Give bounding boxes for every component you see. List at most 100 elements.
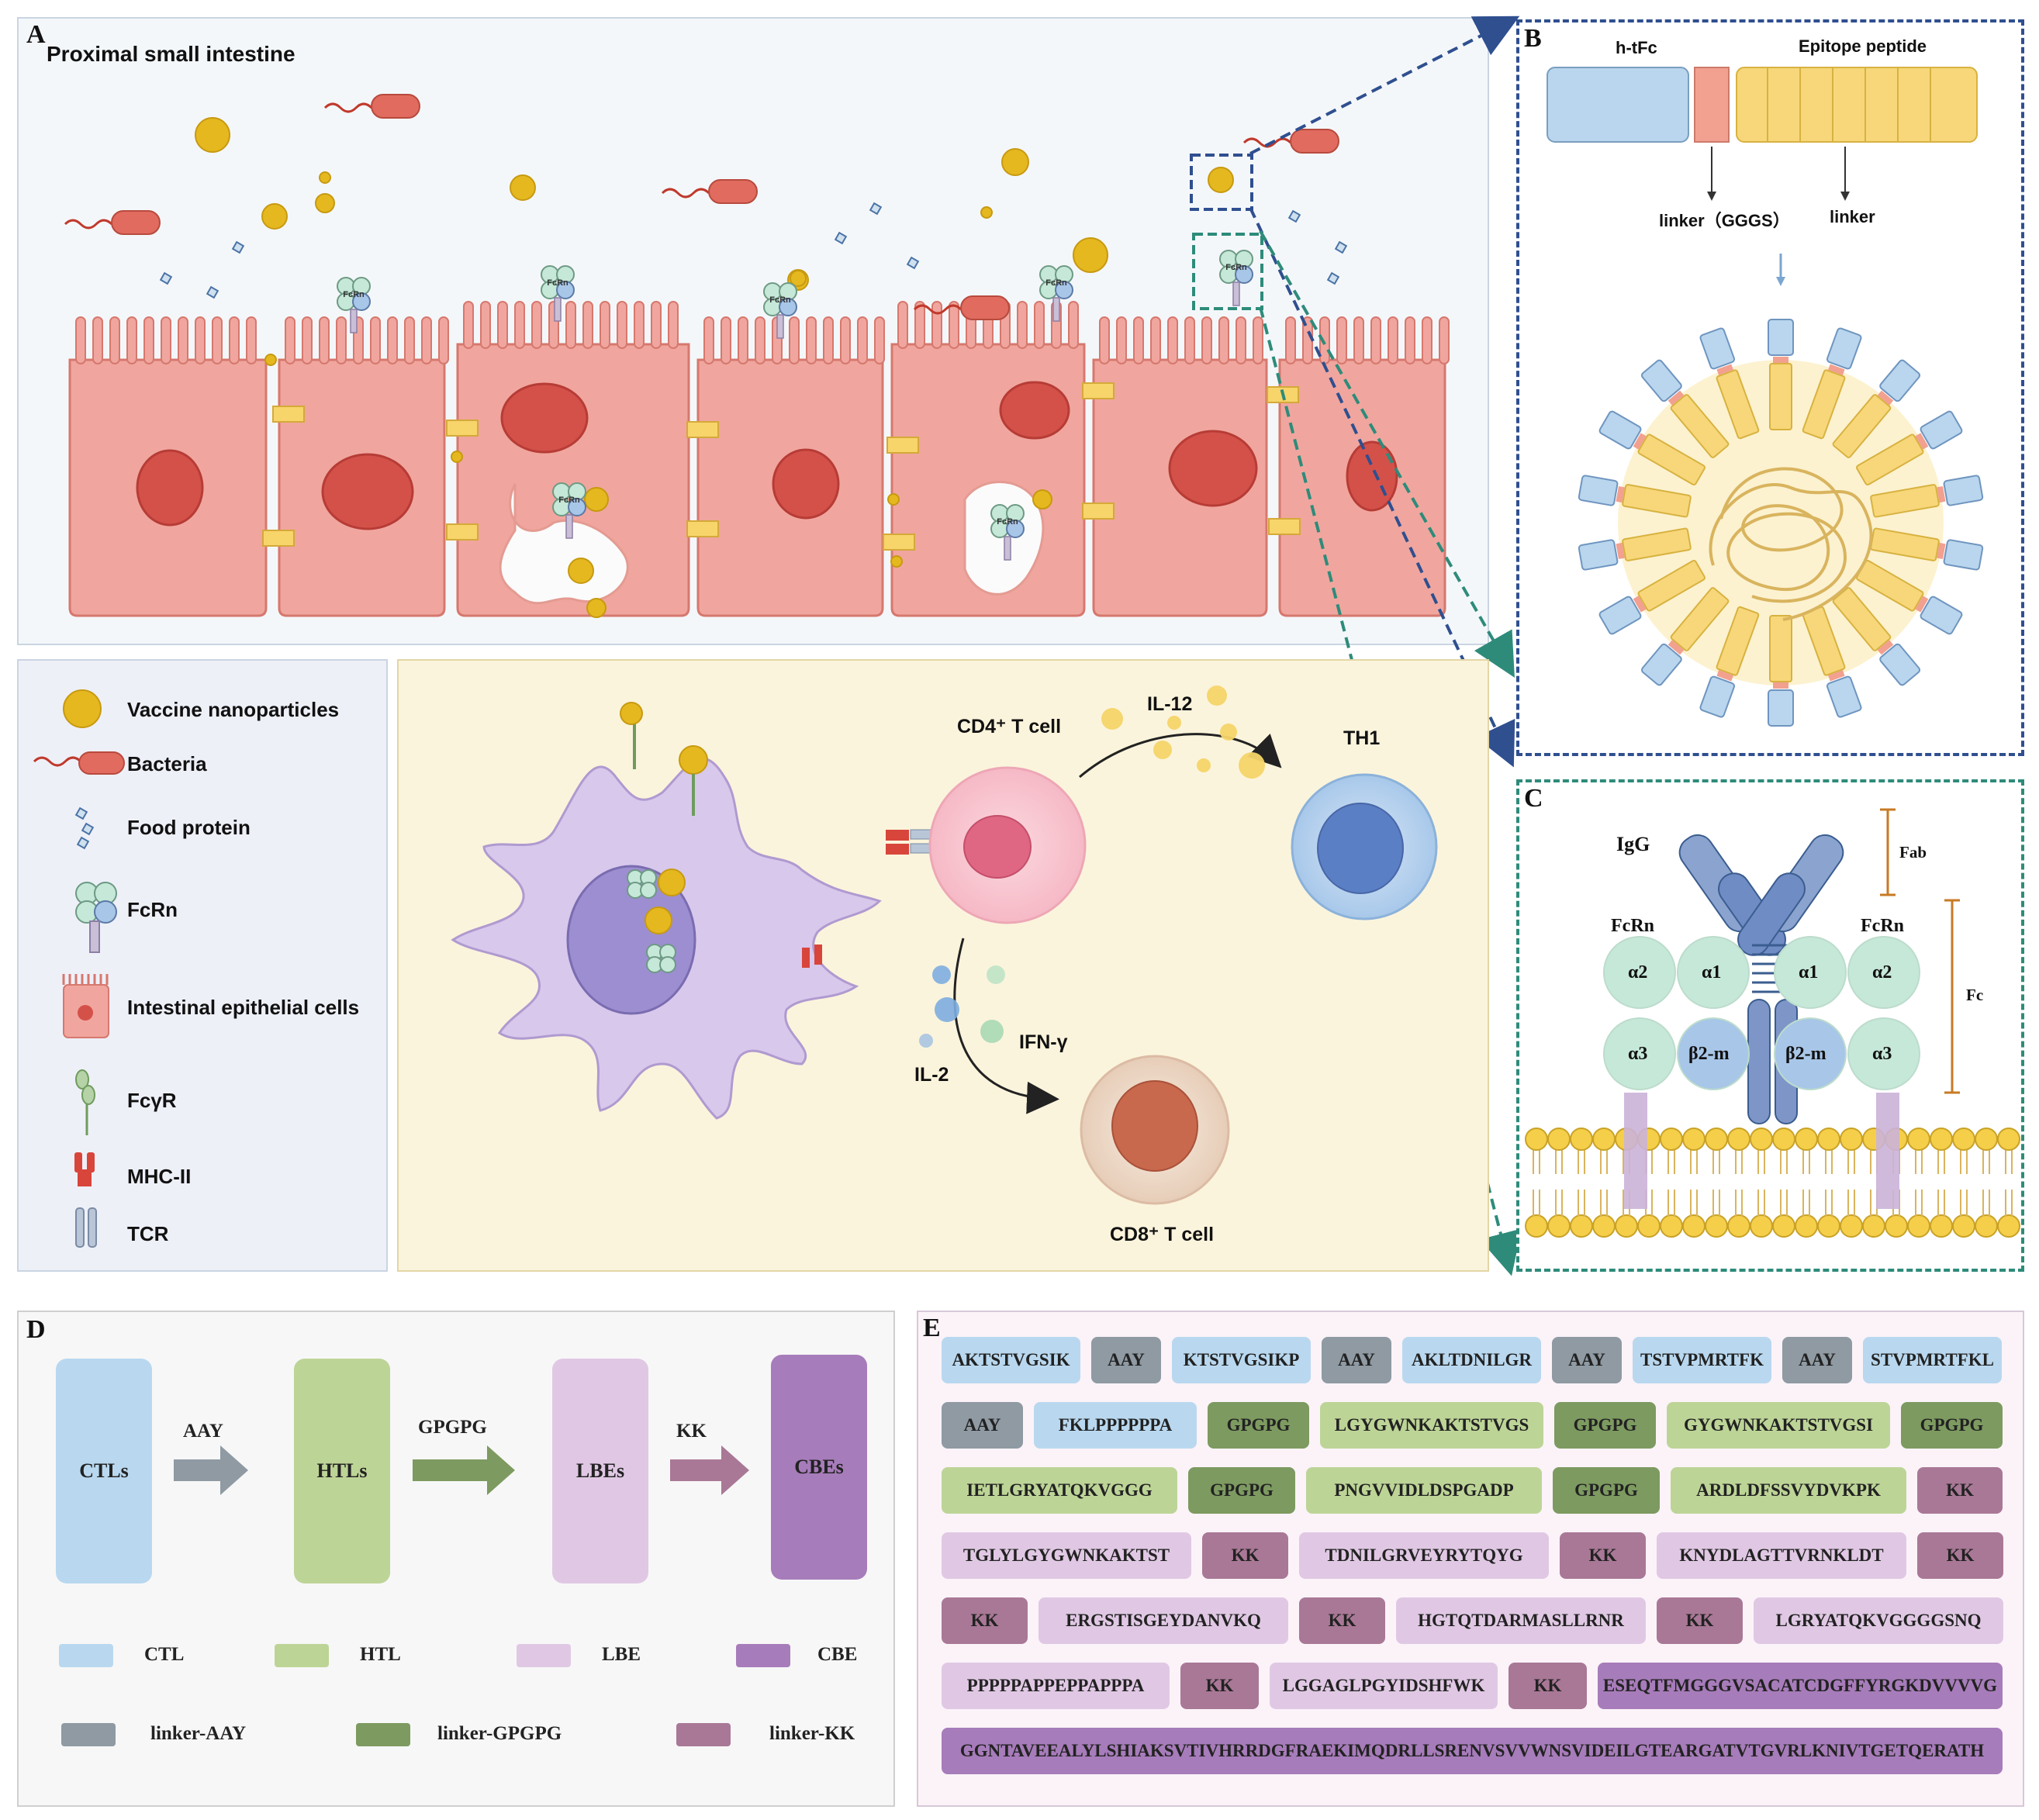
ferritin-chain [1719, 467, 1847, 603]
alpha3-left-label: α3 [1628, 1044, 1648, 1064]
sequence-aay: AAY [1552, 1337, 1622, 1383]
epitope-spike [1768, 615, 1794, 727]
bacterium [371, 94, 420, 119]
legend-ctl: CTL [144, 1644, 185, 1665]
bacterium [1290, 129, 1339, 154]
tcr-icon [75, 1207, 97, 1248]
tight-junction [883, 534, 915, 551]
sequence-ctl: AKLTDNILGR [1402, 1337, 1541, 1383]
nanoparticle-highlight-box [1190, 154, 1253, 211]
nanoparticle [586, 598, 607, 618]
epitope-spike [1856, 559, 1963, 635]
nanoparticle [890, 555, 903, 568]
alpha2-left-label: α2 [1628, 962, 1648, 983]
sequence-gp: GPGPG [1553, 1467, 1660, 1514]
nanoparticle [510, 174, 536, 201]
svg-text:FcRn: FcRn [1045, 278, 1067, 288]
th1-label: TH1 [1343, 727, 1381, 749]
nucleus [999, 381, 1070, 440]
alpha1-left-label: α1 [1702, 962, 1722, 983]
gpgpg-swatch [356, 1723, 410, 1746]
sequence-htl: GYGWNKAKTSTVGSI [1667, 1402, 1890, 1449]
sequence-htl: LGYGWNKAKTSTVGS [1320, 1402, 1543, 1449]
food-protein [231, 240, 245, 254]
sequence-ctl: AKTSTVGSIK [942, 1337, 1080, 1383]
epithelial-cell-icon [62, 974, 109, 1038]
nanoparticle [319, 171, 331, 184]
epitope-spike [1598, 410, 1706, 486]
epitope-spike [1768, 319, 1794, 430]
legend-linker-gpgpg: linker-GPGPG [437, 1723, 562, 1744]
epitope-spike [1699, 606, 1760, 718]
bacterium [111, 210, 161, 235]
epitope-spike [1578, 475, 1692, 518]
nucleus [321, 453, 414, 530]
gpgpg-label: GPGPG [418, 1417, 487, 1438]
fcrn-receptor: FcRn [541, 265, 575, 322]
alpha3-right-label: α3 [1872, 1044, 1892, 1064]
mhc-ii-icon [74, 1152, 95, 1186]
immune-response-panel: CD4⁺ T cell IL-12 TH1 IL-2 IFN-γ CD8⁺ T … [397, 659, 1489, 1272]
sequence-htl: ARDLDFSSVYDVKPK [1671, 1467, 1906, 1514]
sequence-lbe: TDNILGRVEYRYTQYG [1299, 1532, 1549, 1579]
tight-junction [1082, 502, 1115, 520]
sequence-kk: KK [942, 1597, 1028, 1644]
legend-linker-kk: linker-KK [769, 1723, 855, 1744]
epitope-spike [1832, 359, 1921, 458]
tight-junction [1082, 382, 1115, 399]
sequence-gp: GPGPG [1188, 1467, 1295, 1514]
il2-label: IL-2 [914, 1064, 949, 1086]
epitope-spike [1802, 327, 1862, 440]
nanoparticle [1208, 167, 1234, 193]
panel-e-label: E [923, 1314, 941, 1342]
fcrn-receptor: FcRn [990, 504, 1025, 561]
tight-junction [272, 406, 305, 423]
nanoparticle-icon [63, 689, 102, 728]
il12-arrow [1079, 733, 1282, 779]
svg-text:FcRn: FcRn [558, 496, 580, 505]
panel-c-label: C [1524, 784, 1543, 813]
linker-block [1694, 67, 1730, 143]
nanoparticle [195, 117, 230, 153]
kk-arrow [670, 1445, 749, 1495]
sequence-ctl: FKLPPPPPPA [1034, 1402, 1197, 1449]
linker-gggs-label: linker（GGGS） [1659, 211, 1790, 230]
alpha2-right-label: α2 [1872, 962, 1892, 983]
htfc-block [1547, 67, 1689, 143]
ifng-label: IFN-γ [1019, 1031, 1068, 1053]
sequence-ctl: TSTVPMRTFK [1633, 1337, 1771, 1383]
gpgpg-arrow [413, 1445, 515, 1495]
panel-d: D CTLs HTLs LBEs CBEs AAY GPGPG KK CTL H… [17, 1311, 895, 1807]
fcrn-right-label: FcRn [1861, 916, 1904, 936]
panel-d-label: D [26, 1315, 46, 1344]
sequence-kk: KK [1560, 1532, 1646, 1579]
fcrn-icon [75, 882, 117, 953]
aay-label: AAY [183, 1421, 223, 1442]
panel-c: C [1516, 779, 2024, 1272]
legend-label: FcRn [127, 898, 178, 921]
cd4-nucleus [963, 815, 1032, 879]
sequence-kk: KK [1180, 1663, 1259, 1709]
nanoparticle [1073, 237, 1108, 273]
tight-junction [686, 520, 719, 537]
legend-label: Vaccine nanoparticles [127, 698, 340, 721]
food-protein-icon [74, 806, 95, 850]
food-protein [1334, 240, 1348, 254]
svg-text:FcRn: FcRn [769, 295, 791, 305]
svg-text:FcRn: FcRn [997, 517, 1018, 527]
tight-junction [446, 420, 479, 437]
epitope-spike [1640, 359, 1730, 458]
legend-label: Intestinal epithelial cells [127, 996, 360, 1019]
nanoparticle [1032, 489, 1052, 509]
nanoparticle [1001, 148, 1029, 176]
tight-junction [686, 421, 719, 438]
cbe-swatch [736, 1644, 790, 1667]
epitope-spike [1870, 475, 1984, 518]
sequence-htl: PNGVVIDLDSPGADP [1306, 1467, 1542, 1514]
lbe-swatch [517, 1644, 571, 1667]
cd8-nucleus [1111, 1080, 1198, 1172]
nanoparticle [568, 558, 594, 584]
svg-text:FcRn: FcRn [343, 290, 365, 299]
